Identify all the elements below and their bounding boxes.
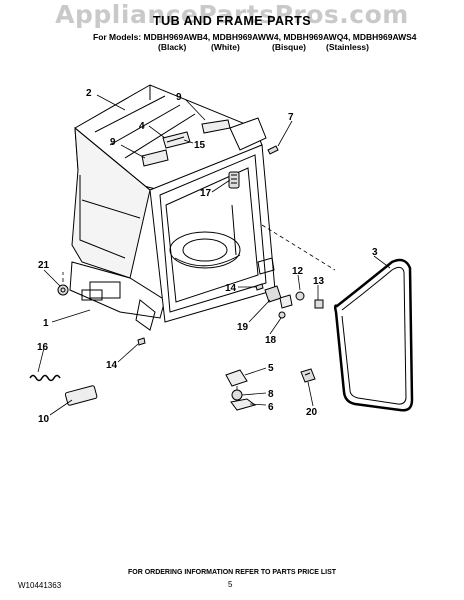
- watermark: AppliancePartsPros.com: [55, 0, 409, 29]
- callout: 10: [38, 414, 50, 425]
- color-stainless: (Stainless): [326, 42, 369, 52]
- callout: 7: [288, 112, 294, 123]
- callout: 14: [106, 360, 118, 371]
- page-number: 5: [228, 580, 233, 589]
- color-variants: (Black) (White) (Bisque) (Stainless): [0, 42, 464, 54]
- callout: 16: [37, 342, 49, 353]
- callout: 15: [194, 140, 206, 151]
- color-bisque: (Bisque): [272, 42, 306, 52]
- callout: 9: [110, 137, 116, 148]
- document-number: W10441363: [18, 581, 62, 590]
- callout-numbers: 2 9 7 4 15 9 17 3 21 12 14 13 1 19 18 16…: [37, 88, 378, 425]
- door-gasket: [333, 258, 414, 412]
- callout: 2: [86, 88, 92, 99]
- tub-assembly: [69, 84, 276, 331]
- callout: 21: [38, 260, 50, 271]
- callout: 4: [139, 121, 145, 132]
- ordering-note: FOR ORDERING INFORMATION REFER TO PARTS …: [127, 569, 337, 576]
- callout: 9: [176, 92, 182, 103]
- callout: 12: [292, 266, 304, 277]
- callout: 8: [268, 389, 274, 400]
- page-title: TUB AND FRAME PARTS: [152, 14, 312, 28]
- callout: 3: [372, 247, 378, 258]
- color-white: (White): [211, 42, 240, 52]
- color-black: (Black): [158, 42, 187, 52]
- models-line: For Models: MDBH969AWB4, MDBH969AWW4, MD…: [93, 32, 417, 42]
- callout: 1: [43, 318, 49, 329]
- callout: 14: [225, 283, 237, 294]
- callout: 18: [265, 335, 277, 346]
- callout: 13: [313, 276, 325, 287]
- callout: 20: [306, 407, 318, 418]
- callout: 6: [268, 402, 274, 413]
- callout: 5: [268, 363, 274, 374]
- callout: 17: [200, 188, 212, 199]
- callout: 19: [237, 322, 249, 333]
